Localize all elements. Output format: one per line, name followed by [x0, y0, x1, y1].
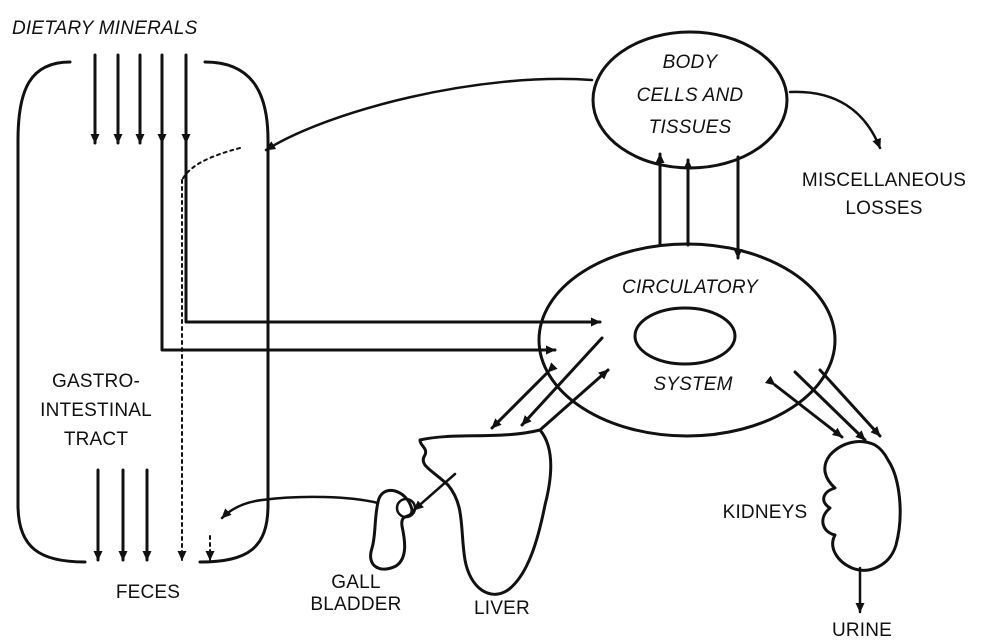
label-liver: LIVER: [474, 598, 530, 619]
secretion-dotted-line: [182, 148, 240, 180]
absorption-arrows: [162, 130, 600, 350]
label-gall: GALL: [331, 572, 380, 593]
label-misc-losses-line1: MISCELLANEOUS: [802, 170, 966, 191]
label-urine: URINE: [832, 620, 892, 640]
label-feces: FECES: [116, 582, 180, 603]
dietary-intake-arrows: [95, 55, 186, 143]
kidney-shape: [823, 442, 900, 571]
fecal-excretion-arrows: [98, 180, 210, 560]
misc-losses-arrow: [790, 92, 880, 148]
label-gi-line3: TRACT: [64, 429, 129, 450]
liver-circulation-exchange: [492, 338, 608, 430]
label-gi-line2: INTESTINAL: [40, 400, 152, 421]
cells-circulation-exchange: [660, 154, 738, 258]
label-circulatory: CIRCULATORY: [622, 277, 759, 298]
kidney-circulation-exchange: [775, 370, 880, 440]
bile-to-feces-arrow: [222, 497, 378, 518]
liver-to-gall-arrow: [414, 474, 455, 510]
label-kidneys: KIDNEYS: [723, 502, 808, 523]
cells-to-gi-arrow: [266, 79, 592, 150]
label-system: SYSTEM: [653, 374, 732, 395]
gi-tract-outline: [18, 62, 268, 562]
label-dietary-minerals: DIETARY MINERALS: [12, 18, 198, 39]
circulatory-system-node: [539, 244, 835, 436]
label-body-cells-line3: TISSUES: [649, 117, 732, 138]
label-bladder: BLADDER: [310, 594, 401, 615]
label-misc-losses-line2: LOSSES: [845, 198, 922, 219]
label-body-cells-line1: BODY: [663, 52, 719, 73]
label-gi-line1: GASTRO-: [52, 371, 140, 392]
circulatory-inner-ring: [635, 308, 735, 364]
liver-shape: [420, 430, 551, 594]
label-body-cells-line2: CELLS AND: [637, 85, 744, 106]
